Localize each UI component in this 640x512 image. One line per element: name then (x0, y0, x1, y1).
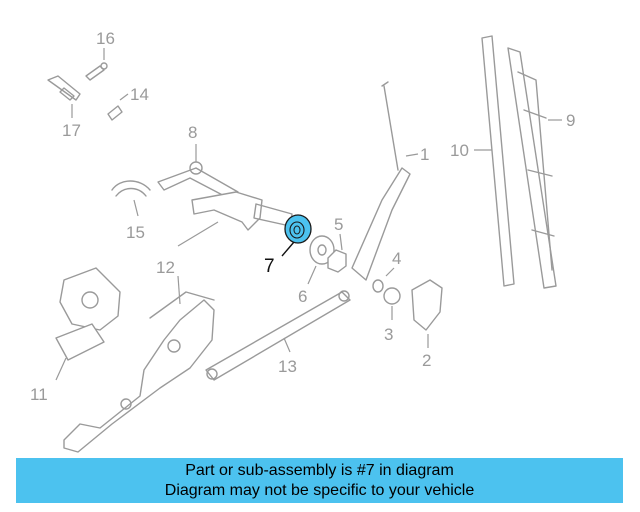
callout-8: 8 (188, 123, 197, 142)
callout-7: 7 (264, 256, 275, 277)
callout-16: 16 (96, 29, 115, 48)
banner-line-2: Diagram may not be specific to your vehi… (164, 482, 475, 499)
callout-10: 10 (450, 141, 469, 160)
part-7-bushing[interactable] (284, 214, 312, 244)
callout-9: 9 (566, 111, 575, 130)
part-16-pin[interactable] (85, 62, 108, 81)
part-13-connecting-rod[interactable] (205, 290, 351, 381)
part-5-nut[interactable] (327, 249, 347, 273)
part-9-blade-assembly[interactable] (507, 47, 557, 289)
part-2-cover[interactable] (411, 279, 443, 331)
callout-5: 5 (334, 215, 343, 234)
callout-1: 1 (420, 145, 429, 164)
part-4-washer[interactable] (372, 279, 384, 293)
callout-15: 15 (126, 223, 145, 242)
callout-4: 4 (392, 249, 401, 268)
part-1-wiper-arm[interactable] (351, 81, 411, 281)
callout-13: 13 (278, 357, 297, 376)
part-10-wiper-blade[interactable] (481, 35, 515, 287)
part-3-cap-nut[interactable] (383, 287, 401, 305)
callout-6: 6 (298, 287, 307, 306)
part-12-bracket[interactable] (63, 191, 293, 453)
part-15-hose[interactable] (111, 180, 151, 197)
part-17-t-handle[interactable] (47, 75, 81, 101)
callout-12: 12 (156, 258, 175, 277)
parts-diagram: 16 17 14 8 15 12 11 (30, 29, 575, 453)
part-6-washer[interactable] (309, 235, 335, 265)
callout-3: 3 (384, 325, 393, 344)
part-14-pin[interactable] (107, 105, 123, 121)
info-banner: Part or sub-assembly is #7 in diagram Di… (16, 458, 623, 503)
callout-11: 11 (30, 385, 48, 404)
callout-14: 14 (130, 85, 149, 104)
callout-17: 17 (62, 121, 81, 140)
part-11-wiper-motor[interactable] (55, 267, 121, 361)
callout-2: 2 (422, 351, 431, 370)
banner-line-1: Part or sub-assembly is #7 in diagram (185, 462, 454, 479)
